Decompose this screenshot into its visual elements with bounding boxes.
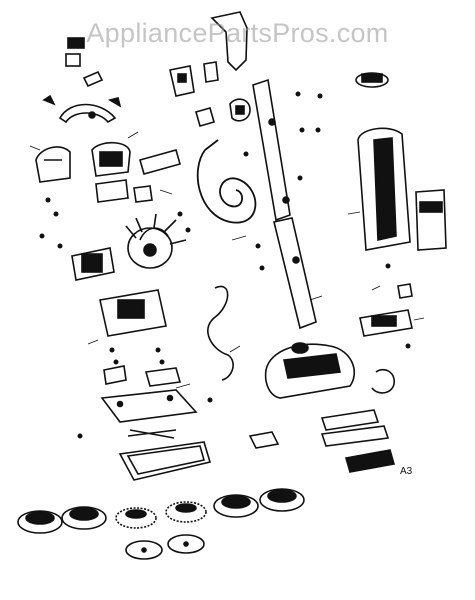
switch-housing xyxy=(169,61,251,127)
brush-disc xyxy=(17,510,63,534)
bumper-strips xyxy=(248,409,396,473)
filter-bag xyxy=(415,189,447,251)
handle-bolt xyxy=(282,196,290,204)
leader-lines xyxy=(29,131,425,389)
power-cord xyxy=(207,285,234,381)
solution-tank xyxy=(355,72,411,251)
powerhead xyxy=(264,342,355,399)
motor-assembly xyxy=(71,213,187,281)
brush-disc xyxy=(259,488,305,512)
bristle-brush xyxy=(165,501,207,523)
handle-assembly xyxy=(210,11,317,330)
brush-frame xyxy=(118,429,212,481)
base-plate-assembly xyxy=(99,289,198,423)
handle-lower-tube xyxy=(273,217,317,330)
nozzle-head xyxy=(359,283,413,394)
hose-coil xyxy=(196,139,257,224)
handle-grip xyxy=(210,11,248,72)
motor-housing xyxy=(35,141,181,203)
round-brushes xyxy=(17,488,305,534)
small-bracket-parts xyxy=(42,37,122,124)
handle-bolt xyxy=(292,256,300,264)
brush-disc xyxy=(213,494,259,518)
sheet-code-label: A3 xyxy=(400,466,413,477)
bristle-brush xyxy=(115,507,157,529)
scrub-pads xyxy=(125,534,205,560)
handle-upper-tube xyxy=(252,78,291,222)
handle-bolt xyxy=(268,118,276,126)
bristle-brushes xyxy=(115,501,207,529)
brush-disc xyxy=(61,506,107,530)
hardware-screws xyxy=(39,91,411,439)
